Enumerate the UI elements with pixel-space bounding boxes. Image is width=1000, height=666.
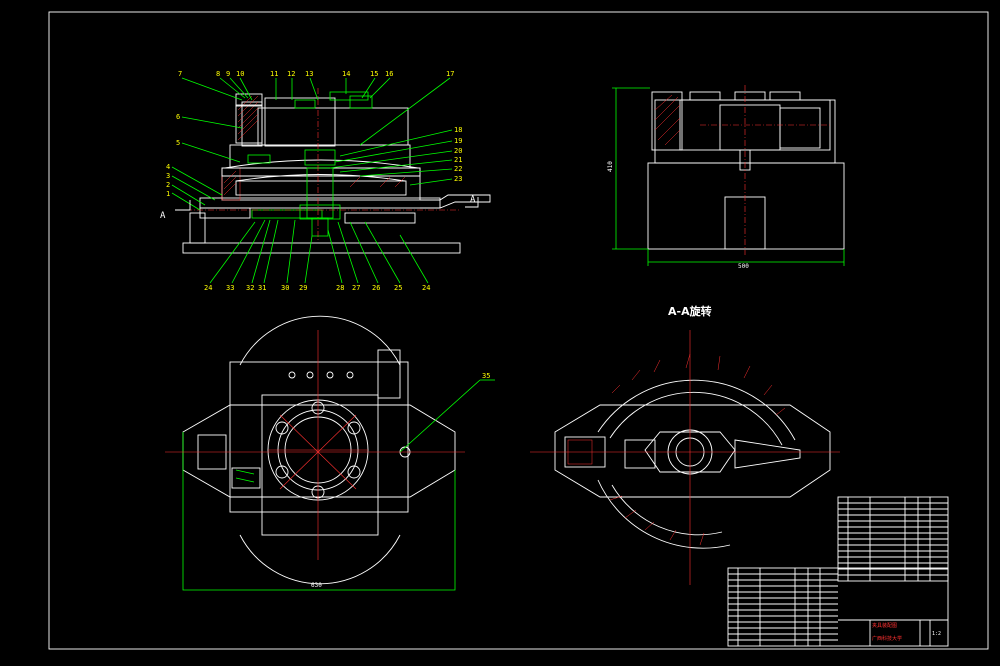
label-22: 22 <box>454 165 462 173</box>
side-height-dim: 410 <box>607 161 614 172</box>
label-8: 8 <box>216 70 220 78</box>
parts-list-table: 夹具装配图 广西科技大学 1:2 <box>727 496 949 647</box>
label-1: 1 <box>166 190 170 198</box>
section-title: A-A旋转 <box>668 304 712 318</box>
label-b6: 28 <box>336 284 344 292</box>
side-width-dim: 500 <box>738 263 749 270</box>
section-mark-left: A <box>160 211 166 221</box>
label-20: 20 <box>454 147 462 155</box>
side-view: 410 500 <box>607 85 845 270</box>
label-3: 3 <box>166 172 170 180</box>
label-12: 12 <box>287 70 295 78</box>
label-b9: 25 <box>394 284 402 292</box>
drawing-name: 夹具装配图 <box>872 622 897 629</box>
label-b0: 24 <box>204 284 212 292</box>
top-width-dim: 630 <box>311 582 322 589</box>
label-21: 21 <box>454 156 462 164</box>
label-17: 17 <box>446 70 454 78</box>
label-9: 9 <box>226 70 230 78</box>
label-23: 23 <box>454 175 462 183</box>
label-2: 2 <box>166 181 170 189</box>
label-13: 13 <box>305 70 313 78</box>
label-5: 5 <box>176 139 180 147</box>
front-section-view: 7 8 9 10 11 12 13 14 15 16 17 6 5 4 3 2 … <box>160 70 491 292</box>
label-18: 18 <box>454 126 462 134</box>
label-b1: 33 <box>226 284 234 292</box>
label-b4: 30 <box>281 284 289 292</box>
top-view: 35 630 <box>165 315 495 591</box>
drawing-frame <box>48 11 989 650</box>
label-b7: 27 <box>352 284 360 292</box>
label-b10: 24 <box>422 284 430 292</box>
label-4: 4 <box>166 163 170 171</box>
label-10: 10 <box>236 70 244 78</box>
label-7: 7 <box>178 70 182 78</box>
section-view-aa: A-A旋转 <box>530 304 840 585</box>
label-6: 6 <box>176 113 180 121</box>
label-16: 16 <box>385 70 393 78</box>
school-name: 广西科技大学 <box>872 635 902 642</box>
label-14: 14 <box>342 70 350 78</box>
label-35: 35 <box>482 372 490 380</box>
label-b3: 31 <box>258 284 266 292</box>
label-b5: 29 <box>299 284 307 292</box>
label-b8: 26 <box>372 284 380 292</box>
section-mark-right: A <box>470 195 476 205</box>
label-19: 19 <box>454 137 462 145</box>
label-15: 15 <box>370 70 378 78</box>
scale-value: 1:2 <box>932 631 941 637</box>
label-b2: 32 <box>246 284 254 292</box>
label-11: 11 <box>270 70 278 78</box>
